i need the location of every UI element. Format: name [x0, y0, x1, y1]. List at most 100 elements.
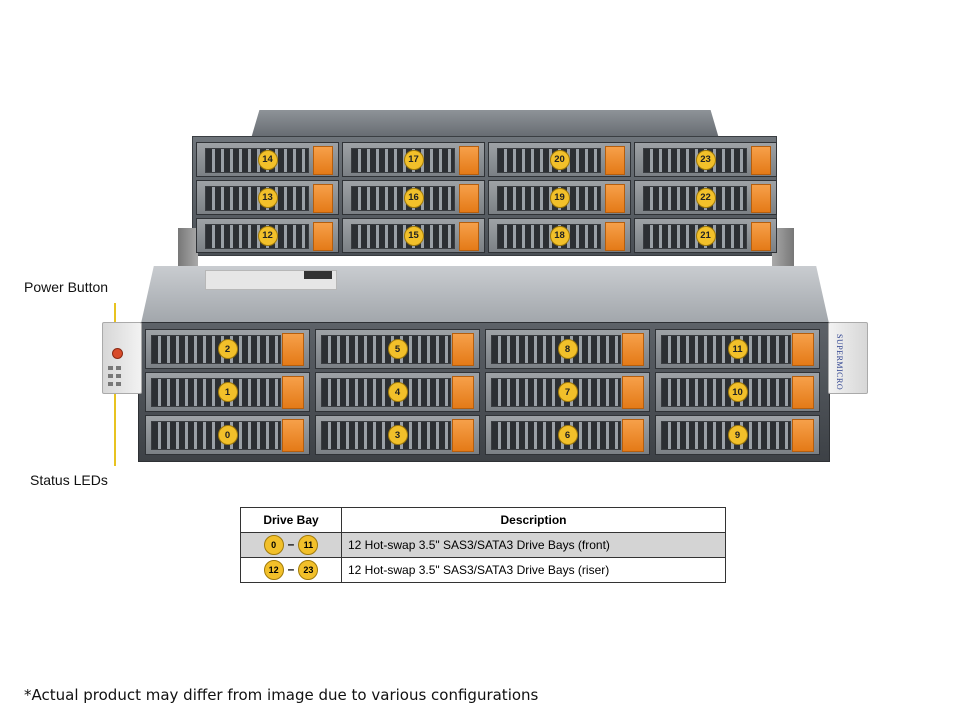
drive-bay[interactable]: 10 — [655, 372, 820, 412]
riser-side-left — [178, 228, 198, 268]
brand-logo: SUPERMICRO — [835, 334, 844, 391]
table-header-row: Drive Bay Description — [240, 507, 726, 533]
drive-bay[interactable]: 22 — [634, 180, 777, 215]
bay-number-badge: 10 — [727, 382, 748, 402]
drive-release-latch[interactable] — [452, 419, 474, 452]
drive-bay[interactable]: 21 — [634, 218, 777, 253]
bay-number-badge: 1 — [217, 382, 238, 402]
drive-release-latch[interactable] — [792, 376, 814, 409]
drive-release-latch[interactable] — [313, 184, 333, 213]
drive-grill — [205, 224, 309, 249]
drive-grill — [321, 335, 451, 364]
drive-release-latch[interactable] — [622, 333, 644, 366]
table-row: 0–11 12 Hot-swap 3.5" SAS3/SATA3 Drive B… — [240, 532, 726, 558]
bay-number-badge: 21 — [695, 225, 716, 246]
bay-number-badge: 18 — [549, 225, 570, 246]
bay-range-cell: 0–11 — [240, 532, 342, 558]
drive-bay[interactable]: 23 — [634, 142, 777, 177]
description-cell: 12 Hot-swap 3.5" SAS3/SATA3 Drive Bays (… — [341, 532, 726, 558]
status-leds-callout-line — [114, 392, 116, 466]
drive-grill — [321, 378, 451, 407]
drive-bay[interactable]: 0 — [145, 415, 310, 455]
drive-grill — [491, 421, 621, 450]
drive-release-latch[interactable] — [792, 419, 814, 452]
drive-release-latch[interactable] — [313, 146, 333, 175]
drive-bay[interactable]: 6 — [485, 415, 650, 455]
drive-bay[interactable]: 11 — [655, 329, 820, 369]
drive-bay[interactable]: 5 — [315, 329, 480, 369]
power-button[interactable] — [112, 348, 123, 359]
drive-grill — [491, 335, 621, 364]
bay-number-badge: 0 — [263, 535, 284, 555]
bay-number-badge: 0 — [217, 425, 238, 445]
status-led-icon — [116, 382, 121, 386]
drive-bay[interactable]: 12 — [196, 218, 339, 253]
drive-release-latch[interactable] — [282, 376, 304, 409]
bay-number-badge: 22 — [695, 187, 716, 208]
bay-number-badge: 8 — [557, 339, 578, 359]
drive-release-latch[interactable] — [751, 146, 771, 175]
drive-release-latch[interactable] — [622, 376, 644, 409]
range-dash: – — [287, 537, 295, 552]
right-rack-ear — [828, 322, 868, 394]
drive-grill — [661, 421, 791, 450]
bay-range-cell: 12–23 — [240, 557, 342, 583]
drive-release-latch[interactable] — [459, 146, 479, 175]
drive-bay[interactable]: 3 — [315, 415, 480, 455]
drive-grill — [643, 224, 747, 249]
drive-bay[interactable]: 18 — [488, 218, 631, 253]
status-led-icon — [116, 374, 121, 378]
drive-bay[interactable]: 15 — [342, 218, 485, 253]
power-button-label: Power Button — [24, 279, 109, 295]
table-row: 12–23 12 Hot-swap 3.5" SAS3/SATA3 Drive … — [240, 557, 726, 583]
drive-bay[interactable]: 1 — [145, 372, 310, 412]
bay-number-badge: 2 — [217, 339, 238, 359]
drive-release-latch[interactable] — [282, 333, 304, 366]
bay-number-badge: 23 — [695, 149, 716, 170]
drive-grill — [151, 335, 281, 364]
drive-release-latch[interactable] — [452, 333, 474, 366]
drive-release-latch[interactable] — [459, 222, 479, 251]
drive-bay[interactable]: 17 — [342, 142, 485, 177]
drive-grill — [643, 148, 747, 173]
drive-bay[interactable]: 4 — [315, 372, 480, 412]
bay-number-badge: 4 — [387, 382, 408, 402]
bay-number-badge: 19 — [549, 187, 570, 208]
status-led-icon — [108, 374, 113, 378]
drive-grill — [661, 335, 791, 364]
bay-number-badge: 16 — [403, 187, 424, 208]
drive-release-latch[interactable] — [792, 333, 814, 366]
drive-bay[interactable]: 14 — [196, 142, 339, 177]
drive-release-latch[interactable] — [452, 376, 474, 409]
drive-release-latch[interactable] — [751, 222, 771, 251]
drive-bay[interactable]: 9 — [655, 415, 820, 455]
drive-release-latch[interactable] — [605, 146, 625, 175]
bay-number-badge: 11 — [298, 535, 319, 555]
drive-release-latch[interactable] — [459, 184, 479, 213]
drive-bay[interactable]: 16 — [342, 180, 485, 215]
drive-bay[interactable]: 19 — [488, 180, 631, 215]
drive-release-latch[interactable] — [282, 419, 304, 452]
status-led-icon — [116, 366, 121, 370]
drive-grill — [491, 378, 621, 407]
drive-release-latch[interactable] — [605, 184, 625, 213]
drive-release-latch[interactable] — [622, 419, 644, 452]
drive-release-latch[interactable] — [751, 184, 771, 213]
bay-number-badge: 23 — [298, 560, 319, 580]
bay-number-badge: 12 — [257, 225, 278, 246]
bay-number-badge: 3 — [387, 425, 408, 445]
bay-number-badge: 12 — [263, 560, 284, 580]
drive-grill — [351, 186, 455, 211]
drive-bay[interactable]: 13 — [196, 180, 339, 215]
drive-grill — [351, 224, 455, 249]
drive-bay[interactable]: 7 — [485, 372, 650, 412]
drive-grill — [661, 378, 791, 407]
drive-grill — [205, 186, 309, 211]
drive-release-latch[interactable] — [605, 222, 625, 251]
drive-bay[interactable]: 20 — [488, 142, 631, 177]
drive-release-latch[interactable] — [313, 222, 333, 251]
drive-bay[interactable]: 8 — [485, 329, 650, 369]
drive-grill — [205, 148, 309, 173]
drive-grill — [643, 186, 747, 211]
drive-bay[interactable]: 2 — [145, 329, 310, 369]
